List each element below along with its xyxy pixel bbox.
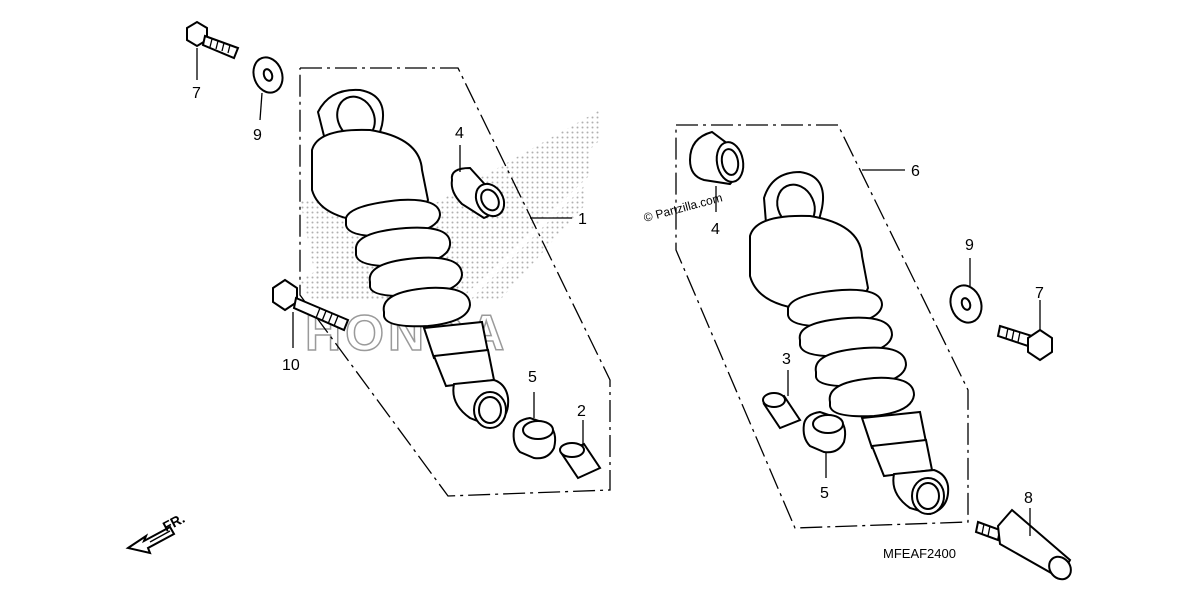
diagram-code-label: MFEAF2400	[883, 546, 956, 561]
callout-5-left: 5	[528, 369, 537, 386]
right-shock-absorber	[749, 170, 950, 516]
spacer-icon	[762, 392, 802, 430]
spacer-icon	[559, 442, 602, 480]
bolt-icon	[186, 20, 240, 60]
callout-8: 8	[1024, 490, 1033, 507]
washer-icon	[252, 56, 284, 94]
bushing-icon	[688, 130, 745, 186]
callout-9-left: 9	[253, 127, 262, 144]
callout-6: 6	[911, 163, 920, 180]
washer-icon	[949, 284, 983, 324]
callout-5-right: 5	[820, 485, 829, 502]
left-assembly-boundary	[299, 67, 611, 497]
callout-7-right: 7	[1035, 285, 1044, 302]
callout-10: 10	[282, 357, 300, 374]
callout-7-left: 7	[192, 85, 201, 102]
long-bolt-icon	[272, 278, 350, 332]
left-shock-absorber	[311, 88, 510, 429]
pin-icon	[974, 508, 1072, 581]
partzilla-watermark: © Partzilla.com	[642, 190, 724, 224]
callout-1: 1	[578, 211, 587, 228]
bushing-icon	[450, 166, 506, 220]
bolt-icon	[996, 324, 1053, 362]
right-assembly-boundary	[675, 124, 969, 529]
callout-2: 2	[577, 403, 586, 420]
collar-icon	[512, 416, 557, 460]
callout-4-right: 4	[711, 221, 720, 238]
front-direction-arrow-icon	[125, 525, 176, 555]
collar-icon	[802, 410, 847, 454]
callout-4-left: 4	[455, 125, 464, 142]
callout-3: 3	[782, 351, 791, 368]
callout-9-right: 9	[965, 237, 974, 254]
